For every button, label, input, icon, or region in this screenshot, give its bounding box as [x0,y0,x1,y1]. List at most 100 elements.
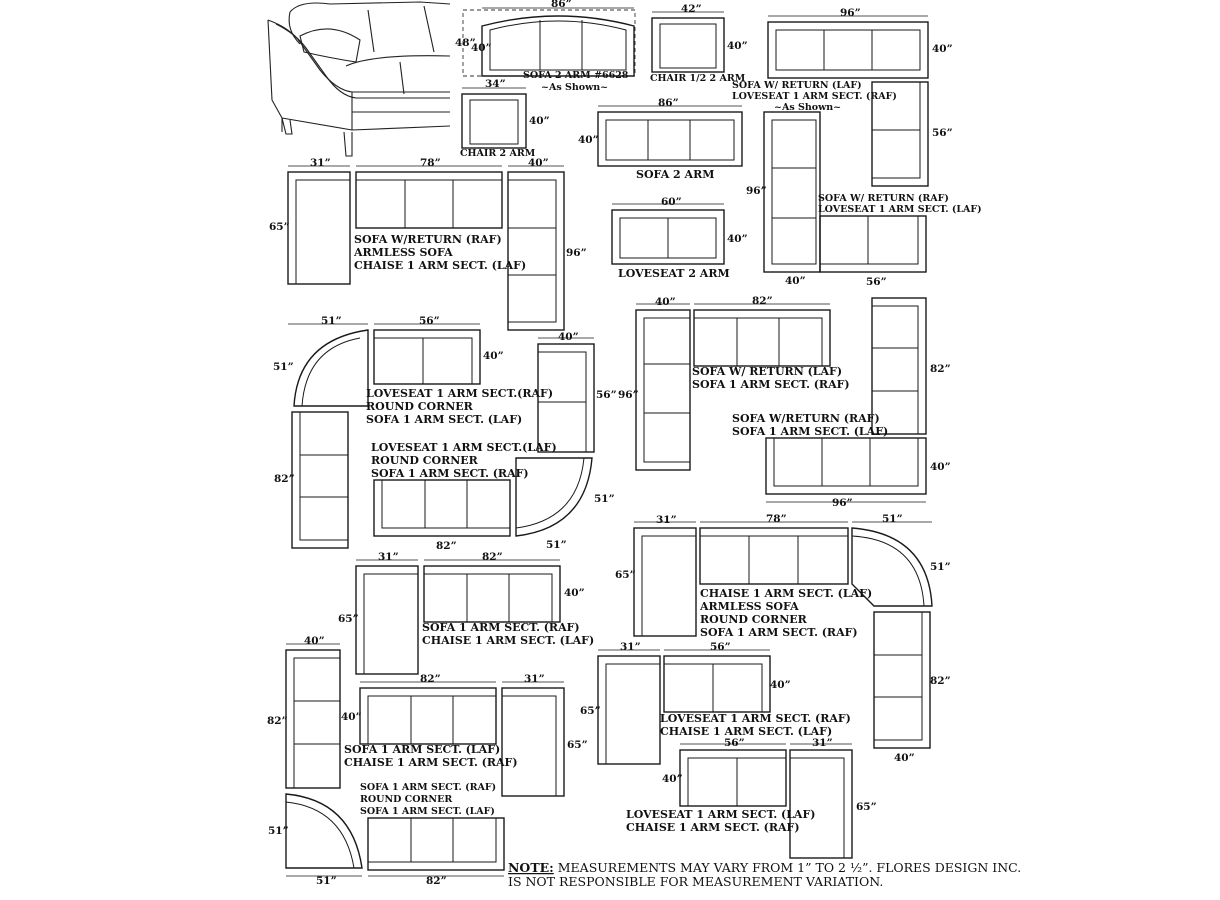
group-sofa-laf-chaise-raf: 40” 82” 82” 40” 31” 65” SOFA 1 ARM SECT.… [267,635,588,797]
dim-chaise-width: 31” [310,157,331,169]
dim-loveseat-length: 56” [596,389,617,401]
dim-depth-outer: 48” [455,37,476,49]
label-sofa-2-arm-6628: SOFA 2 ARM #6628 [523,70,629,81]
label-line3: SOFA 1 ARM SECT. (RAF) [371,467,529,480]
sofa-2-arm-plan: 86” 40” SOFA 2 ARM [578,97,743,181]
dim-length: 56” [932,127,953,139]
dim-return-length: 96” [618,389,639,401]
dim-width: 34” [485,78,506,90]
chair-2-arm-plan: 34” 40” CHAIR 2 ARM [460,78,550,159]
dim-width: 86” [551,0,572,10]
dim-length: 96” [746,185,767,197]
dim-corner-depth: 51” [594,493,615,505]
chair-half-2-arm-plan: 42” 40” CHAIR 1/2 2 ARM [650,3,748,84]
dim-corner-width: 51” [316,875,337,887]
label-line2: SOFA 1 ARM SECT. (RAF) [692,378,850,391]
label-line1: LOVESEAT 1 ARM SECT. (LAF) [626,808,815,821]
dim-chaise-width: 31” [378,551,399,563]
dim-depth: 40” [529,115,550,127]
dim-loveseat-depth: 40” [662,773,683,785]
sofa-return-laf-group: 96” 40” SOFA W/ RETURN (LAF) LOVESEAT 1 … [732,7,953,187]
label-line4: SOFA 1 ARM SECT. (RAF) [700,626,858,639]
label-line1: CHAISE 1 ARM SECT. (LAF) [700,587,872,600]
note-line-1: NOTE: MEASUREMENTS MAY VARY FROM 1” TO 2… [508,860,1021,875]
dim-sofa2-width: 82” [420,673,441,685]
dim-width: 96” [840,7,861,19]
label-sofa-return-raf: SOFA W/ RETURN (RAF) [818,193,949,204]
dim-sofa-length: 82” [930,363,951,375]
dim-width: 42” [681,3,702,15]
dim-return-depth: 40” [930,461,951,473]
label-chair-half: CHAIR 1/2 2 ARM [650,73,746,84]
dim-return-width: 40” [528,157,549,169]
dim-width: 86” [658,97,679,109]
label-line1: LOVESEAT 1 ARM SECT. (RAF) [660,712,851,725]
sofa-2-arm-6628-plan: 86” 48” 40” SOFA 2 ARM #6628 ~As Shown~ [455,0,636,93]
dim-depth: 40” [578,134,599,146]
group-loveseat-raf-chaise-laf: 31” 65” 56” 40” LOVESEAT 1 ARM SECT. (RA… [580,641,851,765]
group-sofa-return-raf: 82” 96” 40” SOFA W/RETURN (RAF) SOFA 1 A… [732,297,951,509]
label-line2: ROUND CORNER [366,400,474,413]
dim-sofa-width: 40” [304,635,325,647]
dim-corner-depth: 51” [268,825,289,837]
dim-sofa-depth: 40” [564,587,585,599]
dim-loveseat-depth: 40” [770,679,791,691]
label-line3: CHAISE 1 ARM SECT. (LAF) [354,259,526,272]
dim-sofa-length: 82” [267,715,288,727]
group-chaise-armless-corner-sofa: 31” 65” 78” 51” 51” 82” 40” CHAISE 1 ARM… [615,513,951,764]
label-loveseat-1-arm-raf: LOVESEAT 1 ARM SECT. (RAF) [732,91,897,102]
dim-depth: 40” [727,233,748,245]
dim-armless-width: 78” [766,513,787,525]
label-line1: SOFA W/RETURN (RAF) [354,233,502,246]
dim-width: 60” [661,196,682,208]
label-line1: LOVESEAT 1 ARM SECT.(LAF) [371,441,557,454]
dim-corner-width: 51” [882,513,903,525]
dim-chaise-length: 65” [567,739,588,751]
dim-corner-depth: 51” [930,561,951,573]
dim-chaise-length: 65” [615,569,636,581]
label-line2: CHAISE 1 ARM SECT. (LAF) [422,634,594,647]
label-line2: ROUND CORNER [371,454,479,467]
label-line1: SOFA 1 ARM SECT. (LAF) [344,743,500,756]
dim-sofa-width: 82” [482,551,503,563]
dim-sofa-width: 82” [426,875,447,887]
group-loveseat-laf-chaise-raf: 56” 40” 31” 65” LOVESEAT 1 ARM SECT. (LA… [626,737,877,859]
label-line2: SOFA 1 ARM SECT. (LAF) [732,425,888,438]
dim-chaise-width: 31” [812,737,833,749]
dim-chaise-length: 65” [580,705,601,717]
note-text: MEASUREMENTS MAY VARY FROM 1” TO 2 ½”. F… [554,860,1021,875]
label-chair-2-arm: CHAIR 2 ARM [460,148,536,159]
dim-sofa-width: 40” [894,752,915,764]
group-loveseat-corner-sofa-left: 51” 51” 56” 40” 82” LOVESEAT 1 ARM SECT.… [273,315,553,549]
dim-sofa-length: 82” [274,473,295,485]
label-line1: SOFA 1 ARM SECT. (RAF) [422,621,580,634]
label-loveseat-1-arm-laf: LOVESEAT 1 ARM SECT. (LAF) [818,204,982,215]
label-line3: SOFA 1 ARM SECT. (LAF) [360,806,495,817]
label-as-shown: ~As Shown~ [541,82,608,93]
label-line1: LOVESEAT 1 ARM SECT.(RAF) [366,387,553,400]
dim-chaise-width: 31” [620,641,641,653]
label-line1: SOFA W/ RETURN (LAF) [692,365,842,378]
label-line3: ROUND CORNER [700,613,808,626]
note-lead: NOTE: [508,860,554,875]
dim-loveseat-width: 56” [419,315,440,327]
dim-corner-width: 51” [321,315,342,327]
label-line1: SOFA 1 ARM SECT. (RAF) [360,782,496,793]
dim-width: 40” [785,275,806,287]
label-line1: SOFA W/RETURN (RAF) [732,412,880,425]
label-line3: SOFA 1 ARM SECT. (LAF) [366,413,522,426]
dim-sofa-length: 82” [930,675,951,687]
label-line2: ARMLESS SOFA [699,600,799,613]
dim-return-width: 40” [655,296,676,308]
dim-sofa-width: 82” [752,295,773,307]
dim-loveseat-width: 56” [724,737,745,749]
group-sofa-return-armless-chaise: 31” 65” 78” 40” 96” SOFA W/RETURN (RAF) … [269,157,587,331]
dim-width-2: 56” [866,276,887,288]
loveseat-2-arm-plan: 60” 40” LOVESEAT 2 ARM [611,196,748,280]
sofa-return-raf-small-group: 96” 40” 56” SOFA W/ RETURN (RAF) LOVESEA… [746,111,982,288]
dim-loveseat-width: 56” [710,641,731,653]
dim-depth: 40” [471,42,492,54]
dim-chaise-length: 65” [856,801,877,813]
note-line-2: IS NOT RESPONSIBLE FOR MEASUREMENT VARIA… [508,874,883,889]
